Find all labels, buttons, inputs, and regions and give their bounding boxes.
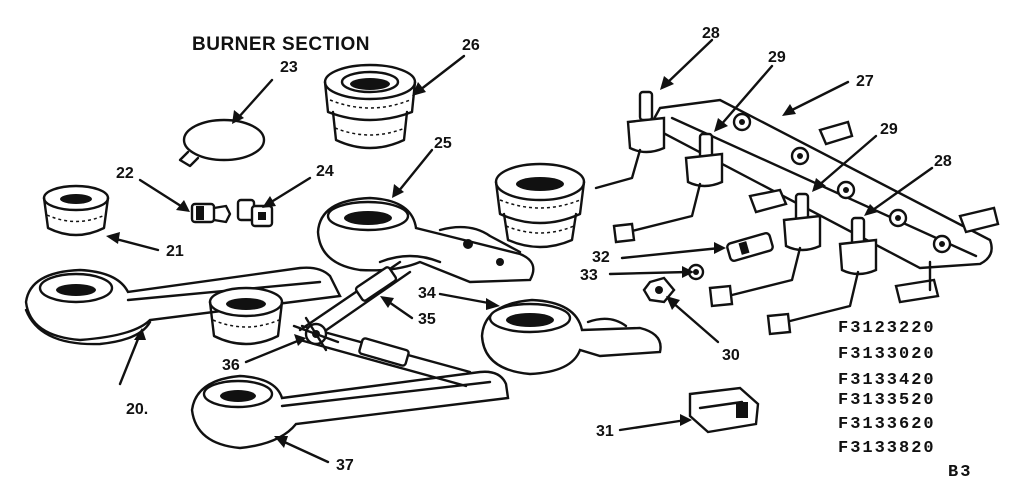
- label-part-37: 37: [336, 457, 354, 474]
- label-part-29-right: 29: [880, 121, 898, 138]
- crossover-tube-35: [298, 254, 472, 388]
- burner-head-26: [323, 63, 417, 150]
- label-part-21: 21: [166, 243, 184, 260]
- valve-28-left: [594, 90, 666, 190]
- clip-24: [236, 198, 274, 228]
- orifice-22: [190, 202, 232, 224]
- label-part-36: 36: [222, 357, 240, 374]
- burner-arm-20: [24, 266, 342, 346]
- label-part-25: 25: [434, 135, 452, 152]
- burner-head-middle: [494, 162, 586, 249]
- label-part-23: 23: [280, 59, 298, 76]
- label-part-24: 24: [316, 163, 334, 180]
- valve-29-left: [612, 132, 724, 244]
- model-number: F3133020: [838, 345, 936, 364]
- label-part-20: 20.: [126, 401, 148, 418]
- label-part-35: 35: [418, 311, 436, 328]
- label-part-34: 34: [418, 285, 436, 302]
- cross-connector-36: [292, 316, 340, 352]
- model-number: F3133820: [838, 439, 936, 458]
- burner-arm-37: [190, 370, 510, 450]
- burner-head-front: [208, 286, 284, 346]
- label-part-28-top: 28: [702, 25, 720, 42]
- bracket-31: [688, 386, 760, 434]
- model-number: F3123220: [838, 319, 936, 338]
- model-number: F3133520: [838, 391, 936, 410]
- diagram-title: BURNER SECTION: [192, 34, 370, 55]
- burner-base-34: [480, 298, 662, 376]
- label-part-22: 22: [116, 165, 134, 182]
- valve-29-right: [708, 192, 822, 308]
- part-labels: 20. 21 22 23 24 25 26 27 28 28 29 29 30 …: [116, 25, 952, 474]
- page-code: B3: [948, 463, 972, 482]
- label-part-30: 30: [722, 347, 740, 364]
- model-number: F3133420: [838, 371, 936, 390]
- label-part-26: 26: [462, 37, 480, 54]
- label-part-28-right: 28: [934, 153, 952, 170]
- flap-cover-23: [178, 118, 266, 168]
- label-part-33: 33: [580, 267, 598, 284]
- burner-head-21: [42, 184, 110, 237]
- label-part-27: 27: [856, 73, 874, 90]
- callout-arrows: [106, 38, 934, 464]
- label-part-32: 32: [592, 249, 610, 266]
- burner-base-25: [316, 196, 535, 284]
- valve-28-right: [766, 216, 878, 336]
- model-number: F3133620: [838, 415, 936, 434]
- orifice-hood-32: [726, 232, 774, 262]
- label-part-31: 31: [596, 423, 614, 440]
- model-number-list: F3123220 F3133020 F3133420 F3133520 F313…: [838, 319, 936, 458]
- label-part-29-top: 29: [768, 49, 786, 66]
- nut-30: [642, 276, 676, 304]
